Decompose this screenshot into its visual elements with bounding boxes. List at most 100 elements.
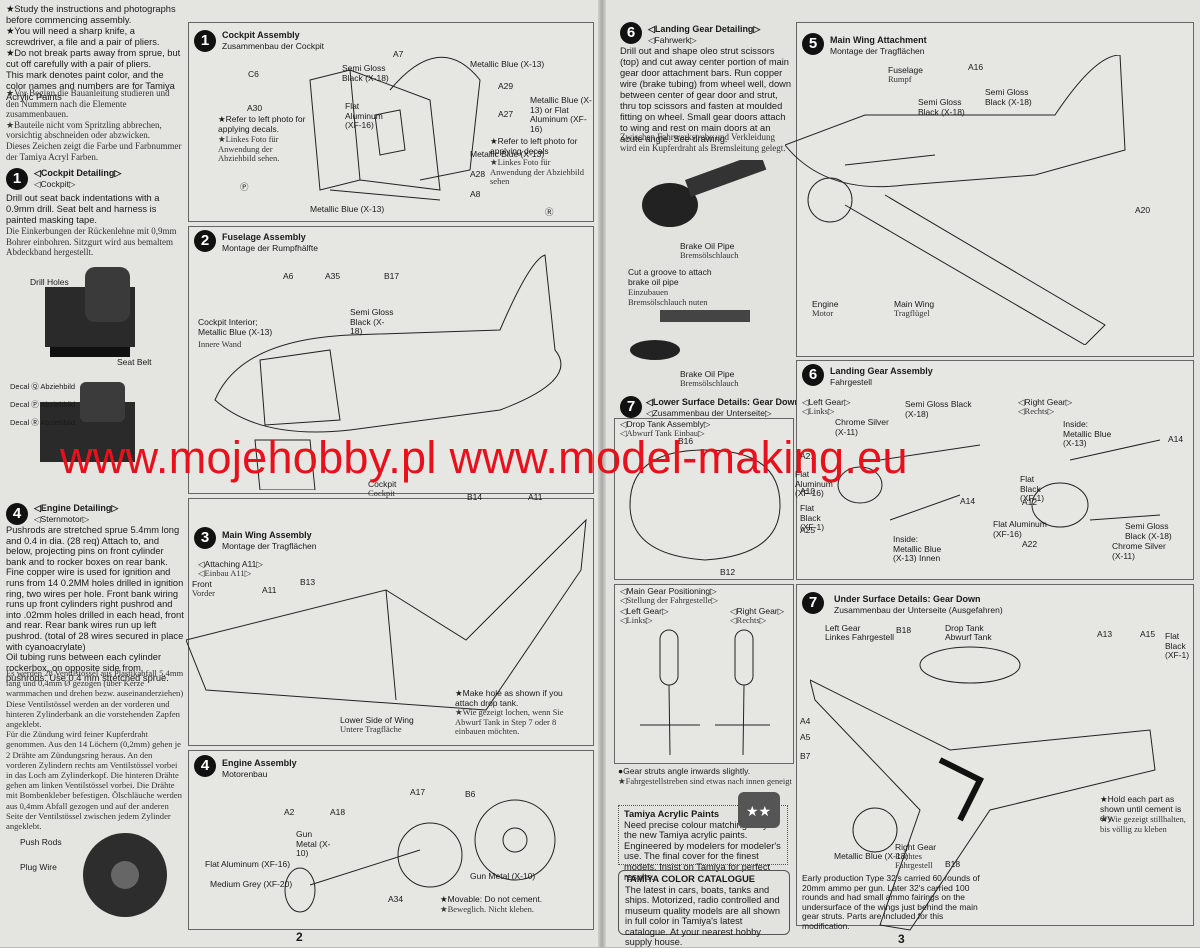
step-title-de: Montage der Tragflächen [830, 46, 925, 56]
part-label: B17 [384, 271, 400, 281]
under-surface-drawing [810, 646, 1156, 931]
step-title-de: ◁Sternmotor▷ [34, 514, 90, 524]
step-text: Pushrods are stretched sprue 5.4mm long … [6, 525, 184, 684]
part-label: B13 [300, 577, 316, 587]
paint-label: Semi Gloss Black (X-18) [342, 63, 389, 83]
label: Cut a groove to attach brake oil pipe [628, 267, 712, 287]
paint-label: Chrome Silver (X-11) [835, 417, 889, 437]
label: Engine [812, 299, 839, 309]
label-de: ◁Abwurf Tank Einbau▷ [620, 428, 705, 438]
part-label: A15 [1140, 629, 1156, 639]
step-number: 2 [194, 230, 216, 252]
ad-body: Need precise colour matching? Try the ne… [624, 819, 781, 883]
step-title-en: Engine Assembly [222, 758, 297, 768]
step-number: 7 [802, 592, 824, 614]
part-label: B18 [896, 625, 912, 635]
paint-label: Metallic Blue (X-13) [470, 59, 545, 69]
step-text: Drill out and shape oleo strut scissors … [620, 46, 792, 144]
part-label: A11 [262, 585, 277, 595]
decal-label: Ⓟ [240, 182, 249, 192]
label: Decal Ⓠ Abziehbild [10, 382, 76, 391]
step-text: Drill out seat back indentations with a … [6, 193, 160, 225]
paint-label: Gun Metal (X-10) [296, 829, 331, 858]
step-title-de: Montage der Tragflächen [222, 541, 317, 551]
landing-gear-drawing [837, 439, 1161, 528]
step-title-de: ◁Fahrwerk▷ [648, 35, 697, 45]
step-title: ◁Cockpit Detailing▷◁Cockpit▷ [34, 168, 121, 190]
part-label: A13 [1097, 629, 1113, 639]
label: Push Rods [20, 837, 62, 847]
watermark: www.mojehobby.pl www.model-making.eu [60, 432, 908, 483]
note: ★Refer to left photo for applying decals [490, 136, 578, 156]
paint-label: Metallic Blue (X-13) [310, 204, 385, 214]
step-number: 6 [620, 22, 642, 44]
paint-label: Semi Gloss Black (X-18) [905, 399, 972, 419]
step-title-en: ◁Cockpit Detailing▷ [34, 168, 122, 178]
label-de: Abwurf Tank [945, 632, 992, 642]
step-number: 3 [194, 527, 216, 549]
step-title-de: ◁Zusammenbau der Unterseite▷ [646, 408, 772, 418]
page-fold [598, 0, 606, 947]
svg-text:★★: ★★ [746, 803, 771, 819]
footnote: Early production Type 32's carried 60 ro… [802, 873, 980, 931]
step-title-en: Landing Gear Assembly [830, 366, 933, 376]
step-title: ◁Lower Surface Details: Gear Down▷◁Zusam… [646, 397, 807, 419]
label-de: Rechtes [895, 851, 922, 861]
label: Left Gear [825, 623, 861, 633]
decal-label: Ⓡ [545, 207, 554, 217]
paint-label: Flat Black (XF-1) [1165, 631, 1190, 660]
paint-label: Metallic Blue (X-13) [470, 149, 545, 159]
note-de: ★Wie gezeigt stillhalten, bis völlig zu … [1100, 814, 1186, 834]
label-de: Bremsölschlauch [680, 250, 739, 260]
part-label: A12 [1022, 497, 1038, 507]
label-de: ◁Rechts▷ [1018, 406, 1055, 416]
paint-label: Semi Gloss Black (X-18) [985, 87, 1032, 107]
step-title-en: Fuselage Assembly [222, 232, 306, 242]
part-label: B12 [720, 567, 736, 577]
step-title: ◁Engine Detailing▷◁Sternmotor▷ [34, 503, 118, 525]
label-de: Fahrgestell [895, 860, 933, 870]
panel-main-gear-positioning [614, 584, 794, 764]
paint-label: Inside: Metallic Blue (X-13) [1063, 419, 1112, 448]
paint-label: Flat Black (XF-1) [800, 503, 825, 532]
panel-main-wing-assembly [188, 498, 594, 746]
part-label: A11 [528, 492, 543, 502]
step-number: 7 [620, 396, 642, 418]
label: Seat Belt [117, 357, 152, 367]
part-label: A6 [283, 271, 294, 281]
note: ★Refer to left photo for applying decals… [218, 114, 306, 134]
paint-label: Chrome Silver (X-11) [1112, 541, 1166, 561]
paint-label: Flat Aluminum (XF-16) [205, 859, 291, 869]
paint-label: Flat Aluminum (XF-16) [345, 101, 383, 130]
part-label: A2 [284, 807, 295, 817]
part-label: A17 [410, 787, 426, 797]
paint-label: Metallic Blue (X-13) [834, 851, 909, 861]
label: Brake Oil Pipe [680, 241, 735, 251]
wing-drawing [186, 518, 587, 711]
step-number: 5 [802, 33, 824, 55]
label-de: Bremsölschlauch [680, 378, 739, 388]
label: Decal Ⓟ Abziehbild [10, 400, 76, 409]
part-label: A14 [960, 496, 976, 506]
step-number: 4 [194, 755, 216, 777]
label-de: ◁Links▷ [802, 406, 835, 416]
step-title-de: Fahrgestell [830, 377, 873, 387]
part-label: A18 [330, 807, 346, 817]
panel-main-wing-attachment [796, 22, 1194, 357]
step-title-en: Under Surface Details: Gear Down [834, 594, 981, 604]
step-title-de: Zusammenbau der Cockpit [222, 41, 325, 51]
step-title-de: Montage der Rumpfhälfte [222, 243, 318, 253]
note-de: ★Linkes Foto für Anwendung der Abziehbil… [218, 134, 280, 163]
paint-label-de: Innere Wand [198, 339, 242, 349]
label-de: Einzubauen Bremsölschlauch nuten [628, 287, 708, 307]
label-de: ◁Links▷ [620, 615, 653, 625]
engine-photo [83, 833, 167, 917]
drop-tank-drawing [629, 449, 781, 561]
paint-jar-image: ★★ [738, 792, 780, 828]
panel-engine-assembly [188, 750, 594, 930]
label: ◁Main Gear Positioning▷ [620, 586, 717, 596]
